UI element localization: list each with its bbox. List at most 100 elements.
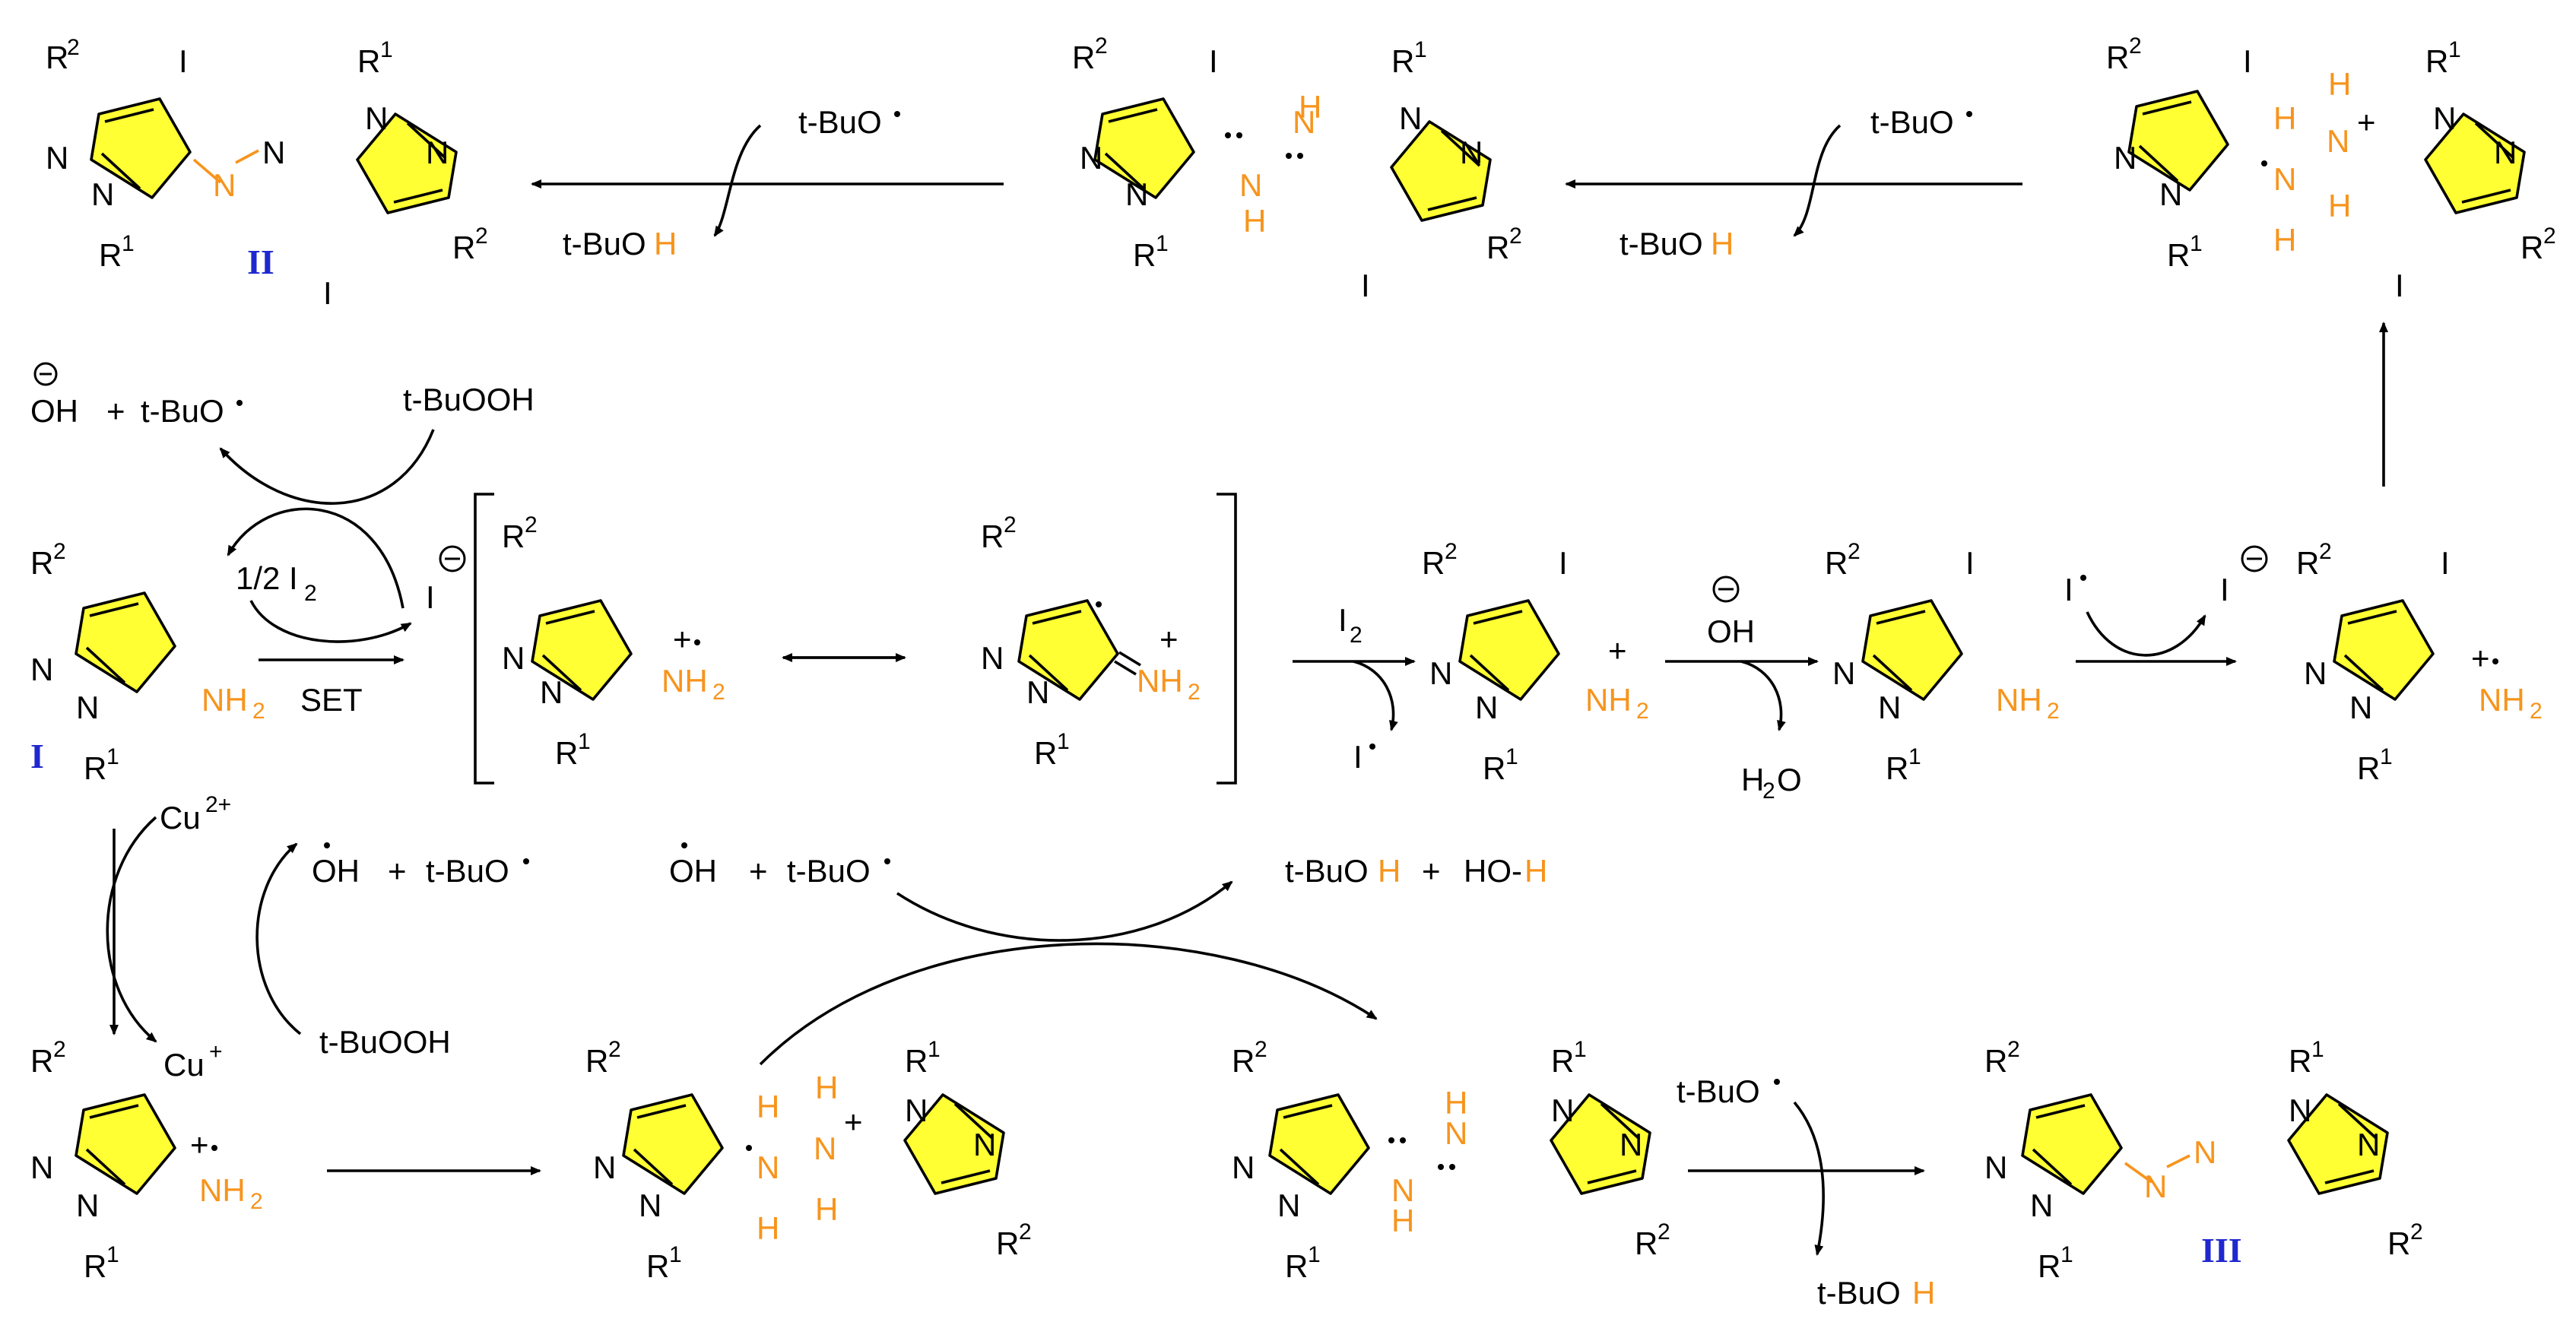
svg-text:R: R — [2296, 545, 2319, 581]
svg-text:+: + — [2471, 640, 2490, 676]
svg-text:III: III — [2201, 1231, 2242, 1270]
svg-text:2: 2 — [53, 539, 66, 564]
svg-text:t-BuO: t-BuO — [787, 853, 871, 889]
svg-text:2: 2 — [1004, 512, 1017, 537]
svg-text:H: H — [1741, 762, 1764, 797]
svg-text:1: 1 — [106, 1242, 119, 1267]
svg-text:1: 1 — [122, 231, 135, 256]
svg-text:N: N — [1232, 1149, 1255, 1185]
svg-text:N: N — [2194, 1134, 2216, 1170]
svg-text:1: 1 — [928, 1037, 941, 1062]
svg-text:2: 2 — [67, 35, 80, 60]
svg-text:t-BuOOH: t-BuOOH — [319, 1024, 451, 1060]
svg-text:+: + — [209, 1039, 223, 1064]
svg-text:1/2 I: 1/2 I — [236, 560, 298, 596]
svg-text:N: N — [76, 1187, 99, 1223]
svg-text:t-BuO: t-BuO — [1870, 104, 1954, 140]
svg-text:R: R — [1886, 750, 1908, 786]
svg-text:N: N — [1475, 690, 1498, 725]
svg-text:R: R — [1133, 237, 1156, 273]
svg-text:H: H — [1243, 203, 1266, 239]
svg-text:N: N — [1125, 176, 1148, 212]
svg-text:2: 2 — [1445, 539, 1458, 564]
svg-text:R: R — [46, 40, 68, 75]
svg-text:R: R — [2425, 43, 2448, 79]
svg-text:N: N — [2304, 655, 2327, 691]
svg-text:1: 1 — [2190, 231, 2203, 256]
svg-text:H: H — [1912, 1275, 1935, 1311]
svg-text:H: H — [1711, 226, 1734, 262]
svg-text:+: + — [388, 853, 407, 889]
svg-text:2+: 2+ — [205, 792, 231, 817]
svg-text:N: N — [814, 1130, 836, 1166]
svg-text:I: I — [2395, 268, 2404, 303]
svg-text:+: + — [106, 393, 125, 429]
svg-text:+: + — [1160, 621, 1179, 657]
svg-text:2: 2 — [1255, 1037, 1267, 1062]
svg-text:1: 1 — [1308, 1242, 1321, 1267]
svg-text:I: I — [2064, 572, 2073, 607]
svg-text:2: 2 — [2543, 224, 2556, 249]
svg-text:2: 2 — [1848, 539, 1861, 564]
svg-text:N: N — [1399, 100, 1422, 136]
svg-text:t-BuO: t-BuO — [563, 226, 646, 262]
svg-text:2: 2 — [2047, 699, 2060, 724]
svg-text:H: H — [1391, 1203, 1414, 1238]
svg-text:R: R — [1825, 545, 1848, 581]
svg-text:N: N — [46, 140, 68, 176]
svg-text:R: R — [84, 750, 106, 786]
svg-text:2: 2 — [1095, 33, 1108, 59]
svg-text:N: N — [639, 1187, 661, 1223]
svg-text:I: I — [1209, 43, 1218, 79]
svg-text:1: 1 — [2448, 37, 2461, 62]
svg-text:HO-: HO- — [1464, 853, 1522, 889]
svg-text:N: N — [2114, 140, 2137, 176]
svg-text:N: N — [905, 1092, 928, 1128]
svg-text:2: 2 — [250, 1189, 263, 1214]
svg-text:H: H — [1299, 89, 1321, 125]
svg-text:H: H — [2273, 100, 2296, 136]
svg-text:N: N — [2349, 690, 2372, 725]
svg-text:H: H — [654, 226, 677, 262]
svg-text:+: + — [844, 1104, 863, 1140]
svg-text:I: I — [2243, 43, 2252, 79]
svg-text:R: R — [1635, 1225, 1658, 1261]
svg-text:R: R — [2106, 40, 2129, 75]
svg-text:2: 2 — [2319, 539, 2332, 564]
svg-text:1: 1 — [578, 729, 591, 754]
svg-text:N: N — [757, 1149, 779, 1185]
svg-text:R: R — [2357, 750, 2380, 786]
svg-text:R: R — [1486, 230, 1509, 265]
svg-text:N: N — [973, 1127, 996, 1162]
svg-text:R: R — [2520, 230, 2543, 265]
svg-text:I: I — [426, 579, 435, 615]
svg-text:I: I — [30, 737, 44, 775]
svg-text:1: 1 — [1908, 744, 1921, 769]
svg-text:N: N — [2433, 100, 2456, 136]
svg-text:N: N — [2289, 1092, 2311, 1128]
svg-text:R: R — [981, 518, 1004, 554]
svg-text:2: 2 — [1658, 1219, 1670, 1244]
svg-text:N: N — [1460, 135, 1483, 170]
svg-text:2: 2 — [1019, 1219, 1032, 1244]
svg-text:I: I — [1361, 268, 1370, 303]
svg-text:+: + — [1422, 853, 1441, 889]
svg-text:2: 2 — [53, 1037, 66, 1062]
svg-text:t-BuO: t-BuO — [141, 393, 224, 429]
svg-text:N: N — [1429, 655, 1452, 691]
svg-text:R: R — [905, 1043, 928, 1079]
svg-text:H: H — [815, 1191, 838, 1227]
svg-text:2: 2 — [2007, 1037, 2020, 1062]
svg-text:NH: NH — [201, 682, 248, 718]
svg-text:+: + — [190, 1127, 209, 1162]
svg-text:2: 2 — [1188, 680, 1201, 705]
svg-text:R: R — [1391, 43, 1414, 79]
